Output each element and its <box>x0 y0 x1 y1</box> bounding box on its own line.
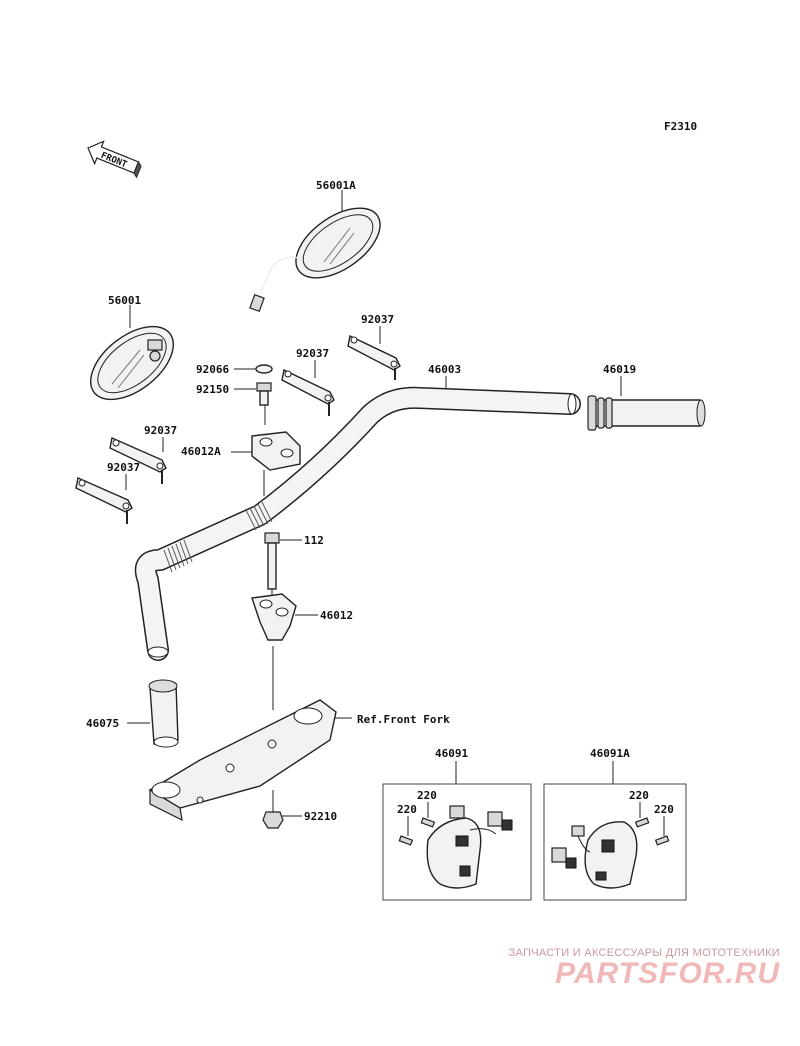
mirror-left: 56001 <box>89 294 175 401</box>
label-46019: 46019 <box>603 363 636 376</box>
label-56001: 56001 <box>108 294 141 307</box>
label-46075: 46075 <box>86 717 119 730</box>
nut-92210: 92210 <box>262 810 337 829</box>
label-220-a: 220 <box>417 789 437 802</box>
grip-left-46075: 46075 <box>86 679 179 748</box>
watermark: ЗАПЧАСТИ И АКСЕССУАРЫ ДЛЯ МОТОТЕХНИКИ PA… <box>480 947 780 991</box>
label-46003: 46003 <box>428 363 461 376</box>
label-46091: 46091 <box>435 747 468 760</box>
bolt-112: 112 <box>264 532 324 596</box>
clamp-lower-46012: 46012 <box>251 593 353 710</box>
grip-right-46019: 46019 <box>587 363 706 431</box>
mirror-right: 56001A <box>249 179 381 313</box>
label-56001A: 56001A <box>316 179 356 192</box>
label-92066: 92066 <box>196 363 229 376</box>
watermark-tagline: ЗАПЧАСТИ И АКСЕССУАРЫ ДЛЯ МОТОТЕХНИКИ <box>508 947 780 959</box>
switch-right-frame <box>543 783 687 901</box>
label-46091A: 46091A <box>590 747 630 760</box>
label-112: 112 <box>304 534 324 547</box>
bolt-92037-left-upper: 92037 <box>109 424 177 484</box>
switch-left-46091: 46091 220 220 <box>382 747 532 901</box>
label-46012A: 46012A <box>181 445 221 458</box>
label-ref-front-fork: Ref.Front Fork <box>357 713 450 726</box>
label-92210: 92210 <box>304 810 337 823</box>
label-92037-d: 92037 <box>107 461 140 474</box>
triple-clamp: Ref.Front Fork <box>148 699 450 822</box>
label-92037-c: 92037 <box>144 424 177 437</box>
clamp-upper-46012A: 46012A <box>181 405 301 496</box>
label-220-c: 220 <box>629 789 649 802</box>
bolt-92037-top: 92037 <box>347 313 401 380</box>
label-92150: 92150 <box>196 383 229 396</box>
bolt-92150: 92150 <box>196 382 272 406</box>
bolt-92037-center: 92037 <box>281 347 335 416</box>
figure-code: F2310 <box>664 120 697 133</box>
label-92037-b: 92037 <box>296 347 329 360</box>
washer-92066: 92066 <box>196 363 273 376</box>
watermark-logo: PARTSFOR.RU <box>555 957 780 990</box>
switch-left-frame <box>382 783 532 901</box>
handlebar-46003: 46003 <box>134 363 581 661</box>
label-92037-a: 92037 <box>361 313 394 326</box>
front-arrow-icon: FRONT <box>87 140 142 179</box>
label-220-b: 220 <box>397 803 417 816</box>
switch-right-46091A: 46091A 220 220 <box>543 747 687 901</box>
bolt-92037-left-lower: 92037 <box>75 461 140 524</box>
label-46012: 46012 <box>320 609 353 622</box>
label-220-d: 220 <box>654 803 674 816</box>
